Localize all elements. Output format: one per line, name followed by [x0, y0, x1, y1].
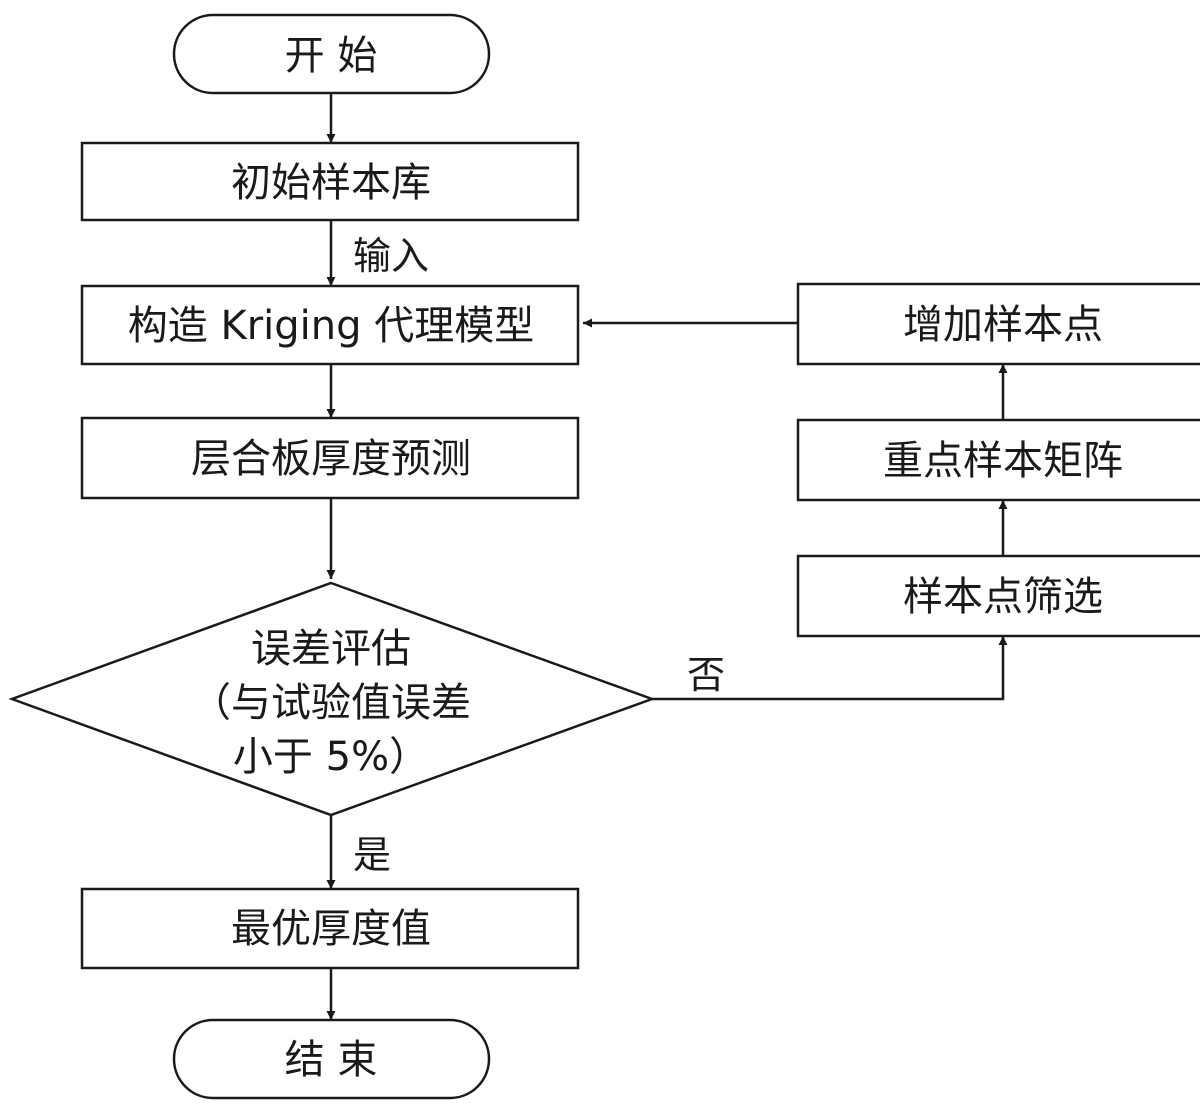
sample-point-screening-box: 样本点筛选 [796, 554, 1200, 638]
add-sample-points-label: 增加样本点 [903, 302, 1103, 348]
kriging-model-box: 构造 Kriging 代理模型 [80, 284, 580, 366]
error-evaluation-line2: （与试验值误差 [191, 680, 471, 726]
key-sample-matrix-box: 重点样本矩阵 [796, 418, 1200, 502]
end-label: 结 束 [285, 1037, 378, 1083]
key-sample-matrix-label: 重点样本矩阵 [883, 438, 1123, 484]
error-evaluation-line1: 误差评估 [251, 626, 411, 672]
optimal-thickness-label: 最优厚度值 [231, 906, 431, 952]
add-sample-points-box: 增加样本点 [796, 282, 1200, 366]
start-terminal: 开 始 [172, 13, 491, 95]
sample-point-screening-label: 样本点筛选 [903, 574, 1103, 620]
initial-sample-library-box: 初始样本库 [80, 141, 580, 222]
kriging-model-label: 构造 Kriging 代理模型 [128, 303, 534, 349]
error-evaluation-line3: 小于 5%） [233, 734, 429, 780]
optimal-thickness-box: 最优厚度值 [80, 887, 580, 970]
edge-label-no: 否 [687, 653, 725, 697]
edge-evaluation-no-to-screening [652, 636, 1008, 701]
end-terminal: 结 束 [172, 1018, 491, 1100]
initial-sample-library-label: 初始样本库 [231, 160, 431, 206]
error-evaluation-decision: 误差评估 （与试验值误差 小于 5%） [8, 581, 656, 817]
start-label: 开 始 [285, 33, 378, 79]
thickness-prediction-box: 层合板厚度预测 [80, 416, 580, 500]
edge-label-yes: 是 [353, 833, 391, 877]
edge-label-input: 输入 [353, 234, 429, 278]
thickness-prediction-label: 层合板厚度预测 [191, 436, 471, 482]
